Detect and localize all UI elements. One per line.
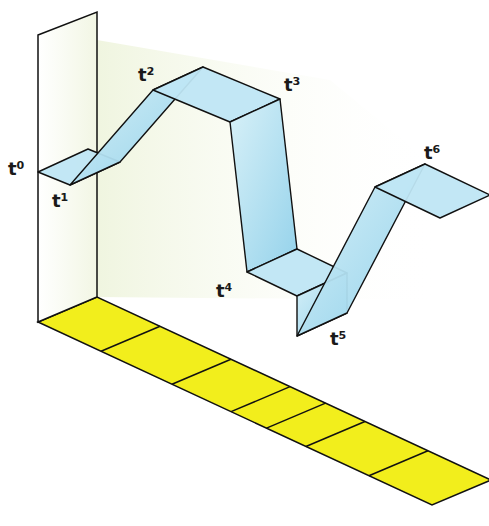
floor-division (267, 403, 326, 428)
floor-strip-body (38, 297, 489, 505)
floor-division (231, 387, 290, 412)
floor-division (306, 421, 365, 446)
floor-division (101, 326, 160, 351)
time-label: t⁴ (216, 282, 233, 300)
time-label: t⁵ (330, 330, 347, 348)
floor-division (369, 451, 428, 476)
ribbon-face (375, 164, 489, 218)
time-label: t² (138, 66, 155, 84)
ribbon-face (230, 99, 297, 272)
time-label: t¹ (52, 192, 69, 210)
time-label: t⁰ (8, 160, 25, 178)
time-label: t³ (284, 76, 301, 94)
floor-division (172, 359, 231, 384)
time-ribbon (38, 67, 489, 336)
floor-strip (38, 297, 489, 505)
background-shade (97, 40, 440, 300)
time-label: t⁶ (424, 144, 441, 162)
